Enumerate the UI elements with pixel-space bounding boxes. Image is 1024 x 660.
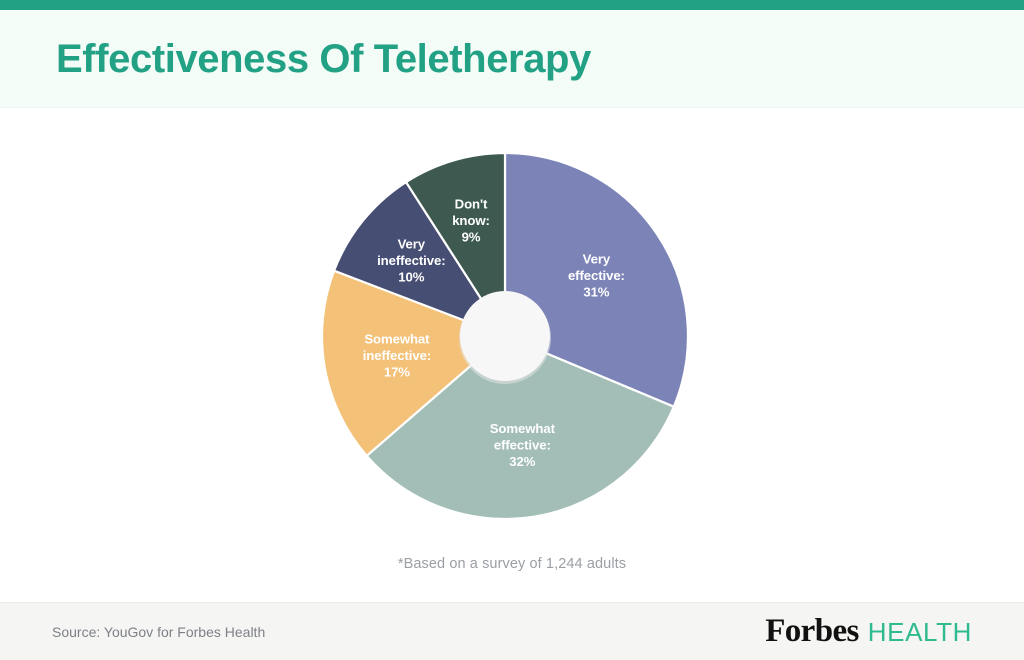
pie-slice xyxy=(404,151,507,340)
pie-slice xyxy=(365,334,676,521)
page-title: Effectiveness Of Teletherapy xyxy=(56,36,591,81)
pie-slice xyxy=(503,151,690,409)
pie-slice-group xyxy=(322,151,690,521)
source-attribution: Source: YouGov for Forbes Health xyxy=(52,623,266,640)
header-band: Effectiveness Of Teletherapy xyxy=(0,10,1024,108)
survey-note: *Based on a survey of 1,244 adults xyxy=(397,556,627,572)
pie-slice xyxy=(322,269,508,458)
logo-forbes-wordmark: Forbes xyxy=(765,613,859,649)
pie-slice xyxy=(332,180,508,339)
top-accent-bar xyxy=(0,0,1024,10)
forbes-health-logo: Forbes HEALTH xyxy=(765,613,972,650)
donut-hole xyxy=(460,291,550,381)
footer-bar: Source: YouGov for Forbes Health Forbes … xyxy=(0,602,1024,660)
logo-health-wordmark: HEALTH xyxy=(867,617,972,647)
